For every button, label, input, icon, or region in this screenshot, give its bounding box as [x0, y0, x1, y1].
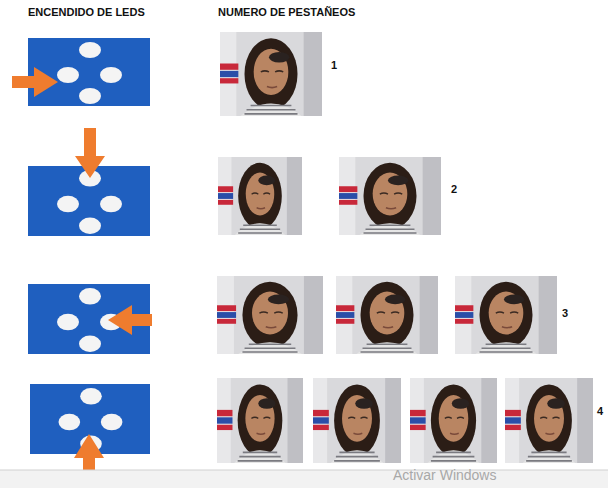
column-heading: ENCENDIDO DE LEDS: [28, 6, 145, 18]
callout-number: 4: [597, 405, 603, 417]
callout-number: 3: [562, 307, 568, 319]
callout-number: 2: [451, 183, 457, 195]
callout-number: 1: [331, 59, 337, 71]
column-heading: NUMERO DE PESTAÑEOS: [218, 6, 355, 18]
watermark: Activar Windows: [393, 468, 496, 483]
